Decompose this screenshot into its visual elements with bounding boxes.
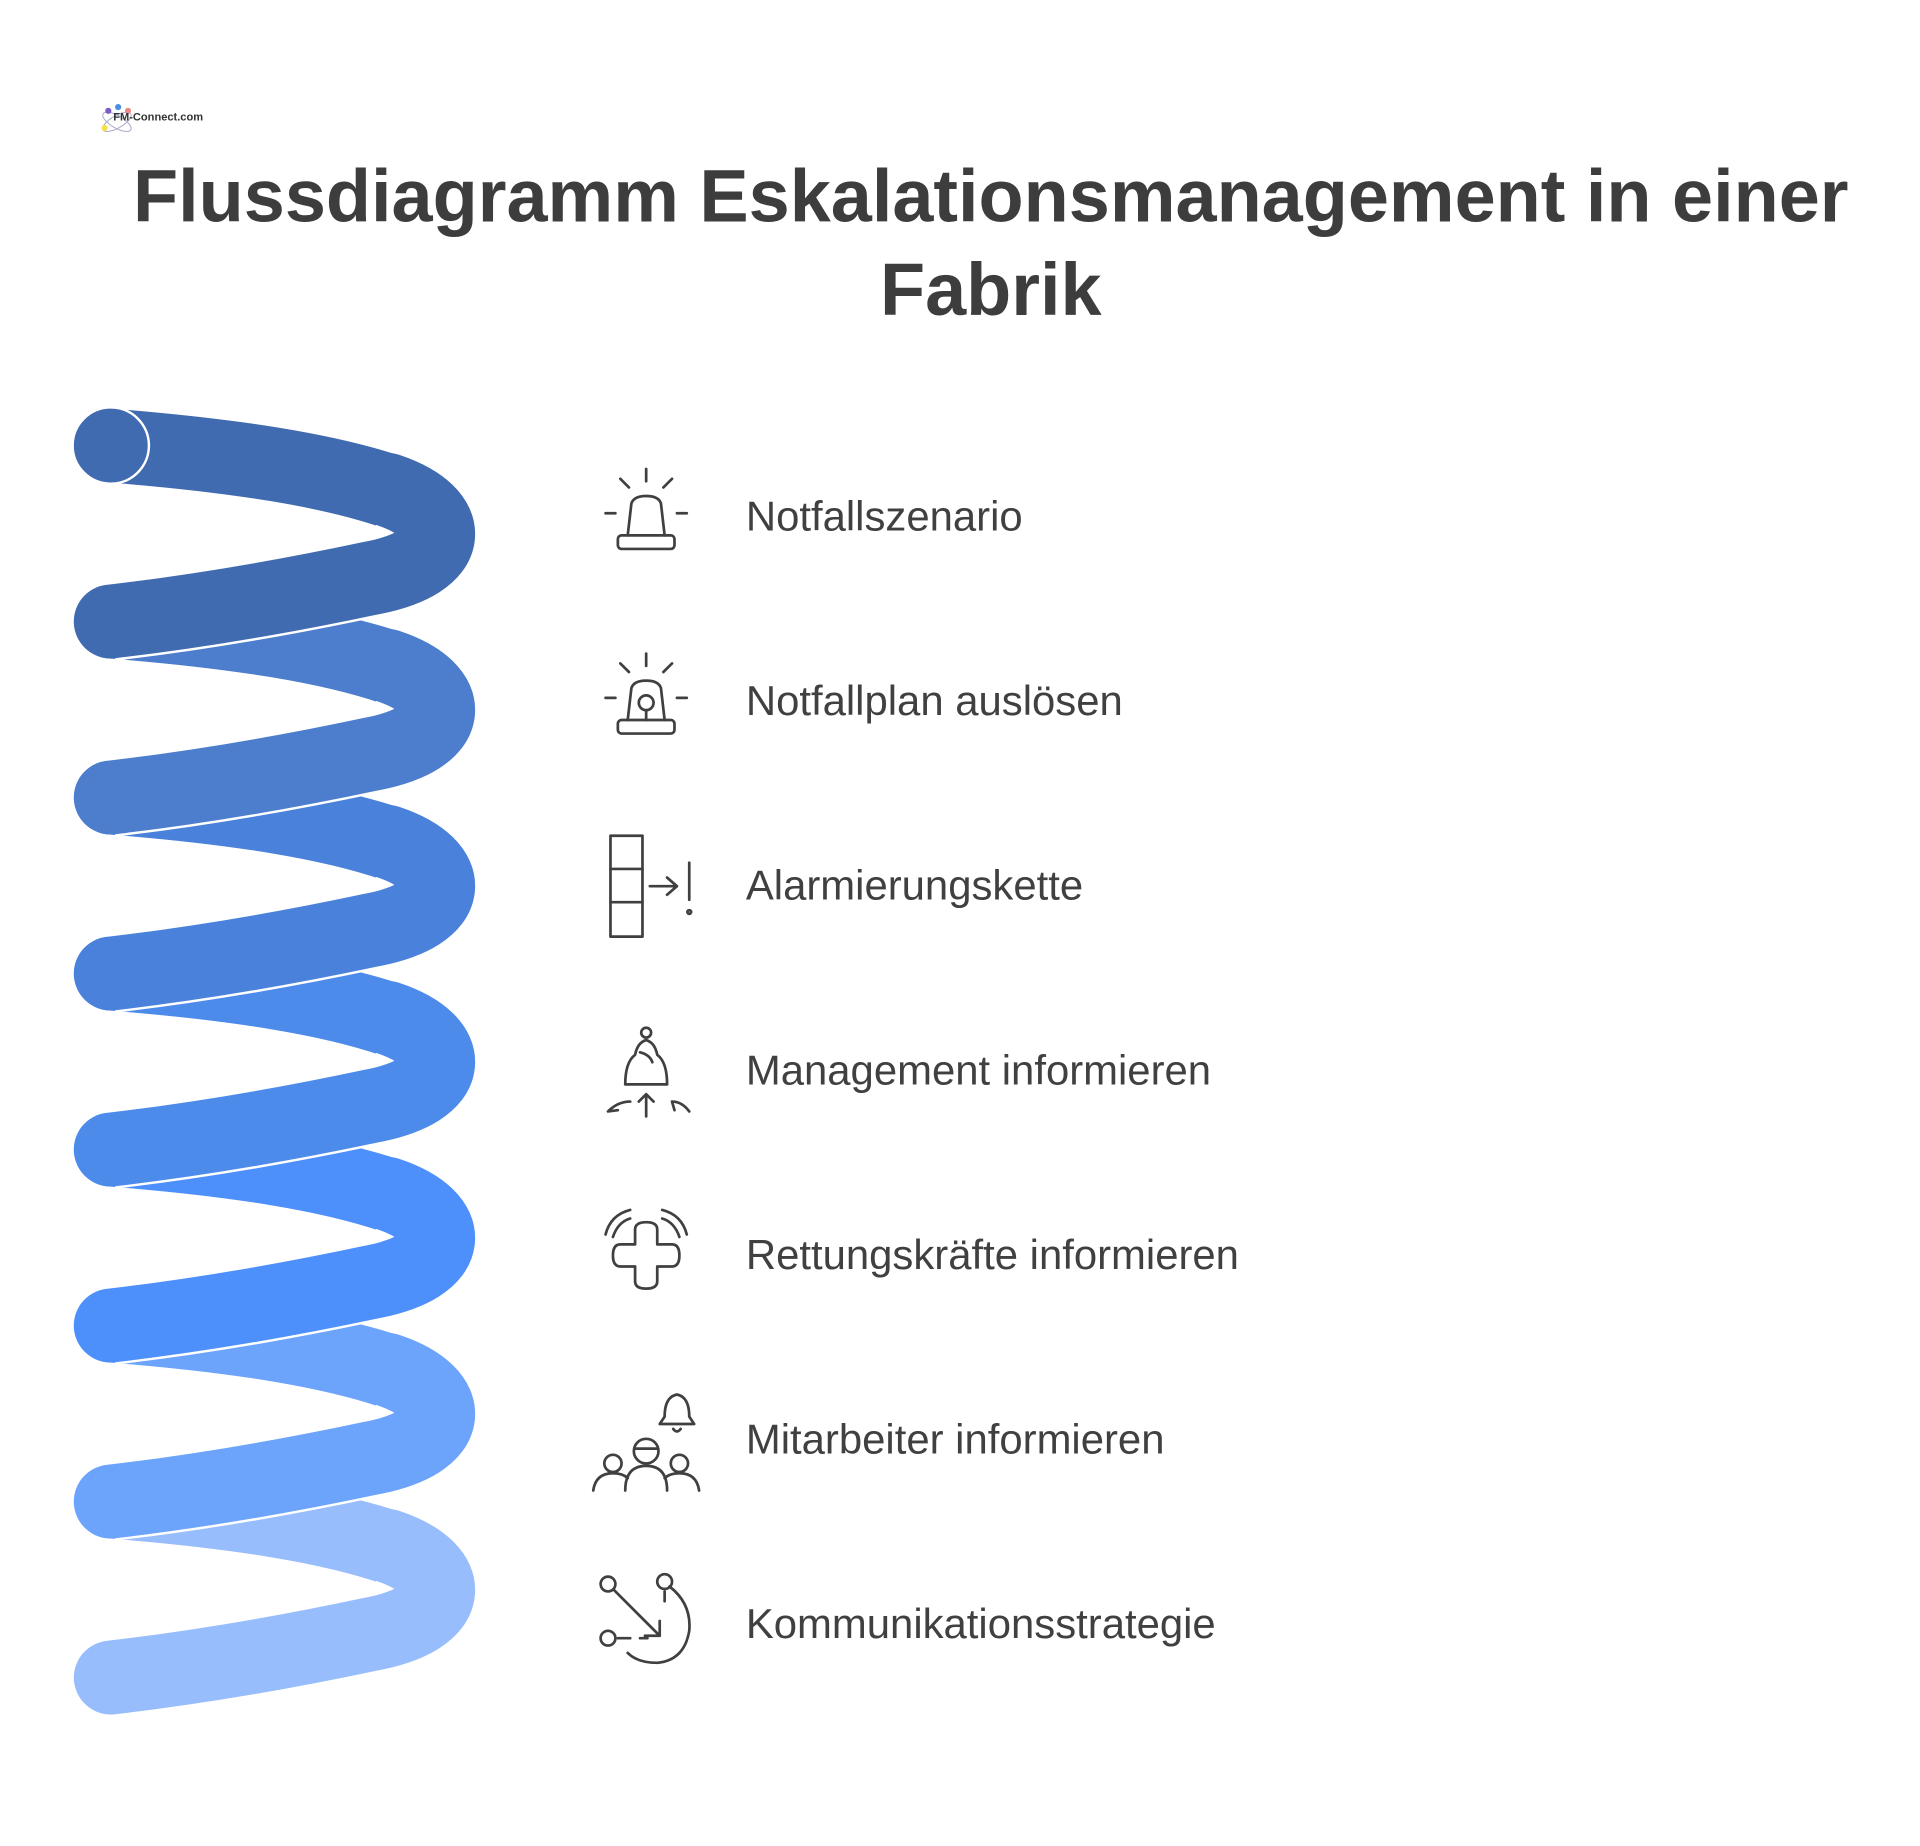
alarm-trigger-icon bbox=[604, 652, 689, 735]
spring-end-cap bbox=[71, 406, 151, 485]
step-4: Management informieren bbox=[588, 1009, 1211, 1132]
coil-front-6 bbox=[73, 1508, 475, 1715]
bell-notify-icon bbox=[606, 1026, 691, 1118]
step-7: Kommunikationsstrategie bbox=[588, 1563, 1216, 1686]
coil-front-1 bbox=[73, 628, 475, 835]
title-line-1: Flussdiagramm Eskalationsmanagement in e… bbox=[133, 155, 1849, 238]
title-line-2: Fabrik bbox=[879, 248, 1102, 332]
page-title: Flussdiagramm Eskalationsmanagement in e… bbox=[0, 150, 1920, 337]
medical-cross-icon bbox=[604, 1208, 689, 1291]
people-bell-icon bbox=[591, 1393, 701, 1492]
step-label: Management informieren bbox=[745, 1046, 1212, 1094]
step-6: Mitarbeiter informieren bbox=[588, 1378, 1164, 1501]
coil-front-0 bbox=[73, 452, 475, 659]
coil-front-3 bbox=[73, 980, 475, 1187]
step-label: Mitarbeiter informieren bbox=[745, 1416, 1165, 1463]
step-label: Notfallszenario bbox=[745, 492, 1023, 540]
strategy-path-icon bbox=[599, 1572, 691, 1665]
coil-front-5 bbox=[73, 1332, 475, 1539]
logo-atom-icon bbox=[101, 104, 132, 132]
alert-chain-icon bbox=[609, 834, 693, 938]
step-1: Notfallszenario bbox=[588, 455, 1023, 578]
step-2: Notfallplan auslösen bbox=[588, 640, 1123, 763]
logo-text: FM-Connect.com bbox=[113, 110, 204, 124]
coil-front-2 bbox=[73, 804, 475, 1011]
step-label: Kommunikationsstrategie bbox=[745, 1600, 1216, 1648]
siren-icon bbox=[604, 467, 689, 551]
step-label: Alarmierungskette bbox=[745, 862, 1084, 909]
coil-front-4 bbox=[73, 1156, 475, 1363]
spring-graphic bbox=[71, 406, 478, 1717]
step-label: Rettungskräfte informieren bbox=[745, 1231, 1239, 1279]
step-label: Notfallplan auslösen bbox=[745, 677, 1123, 725]
step-5: Rettungskräfte informieren bbox=[588, 1194, 1239, 1317]
fm-connect-logo: FM-Connect.com bbox=[98, 101, 203, 143]
step-3: Alarmierungskette bbox=[588, 825, 1083, 948]
